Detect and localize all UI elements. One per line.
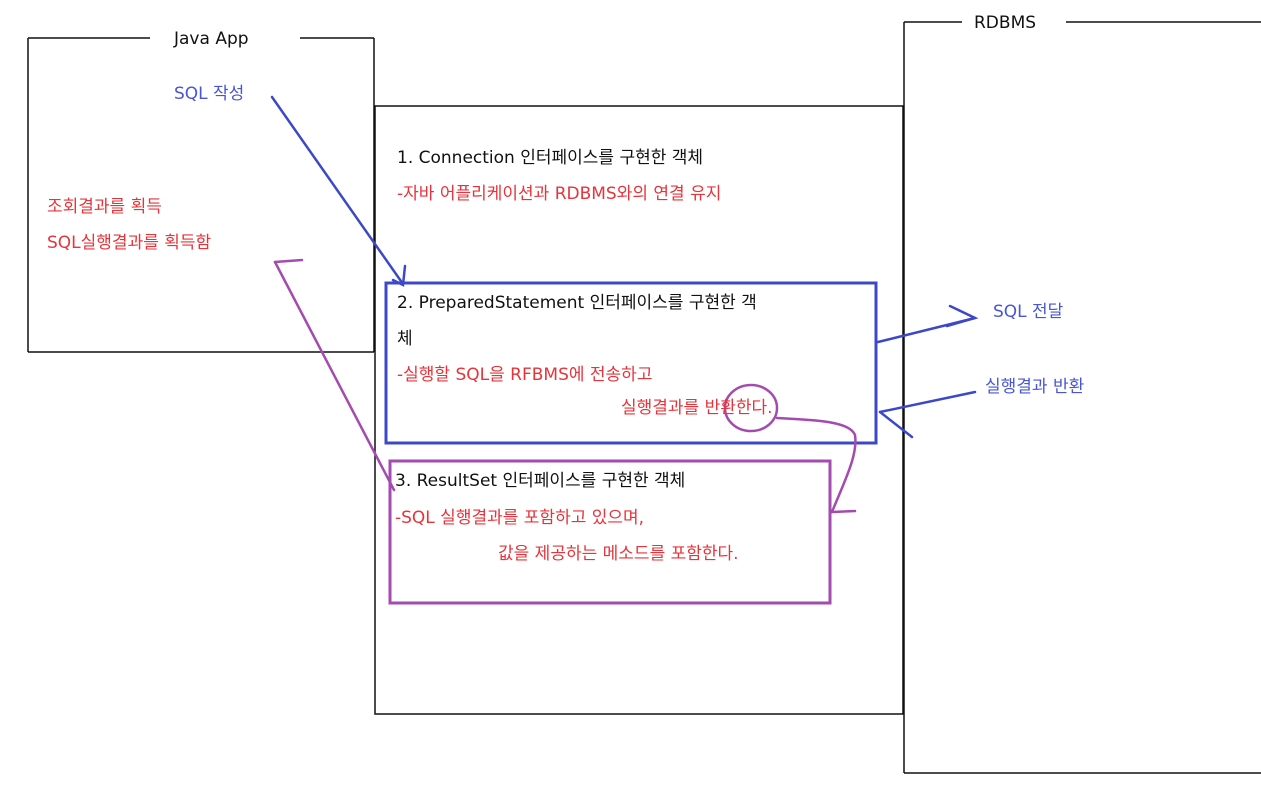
return-result-arrow [878,390,977,439]
result-set-desc-cont: 값을 제공하는 메소드를 포함한다. [498,544,739,564]
result-set-heading: 3. ResultSet 인터페이스를 구현한 객체 [395,471,686,491]
return-result-label: 실행결과 반환 [985,377,1085,397]
sql-send-label: SQL 전달 [993,302,1064,322]
fetch-result-arrow [273,258,396,492]
result-flow-arrow [775,416,857,514]
prepared-statement-heading-cont: 체 [397,329,413,349]
sql-write-arrow [270,95,407,287]
return-word-circle [723,383,779,433]
prepared-statement-box [384,281,878,445]
driver-objects-box [374,105,904,715]
java-app-title: Java App [164,28,259,50]
sql-send-arrow [876,304,979,344]
rdbms-title: RDBMS [964,12,1047,34]
fetch-sql-result-label: SQL실행결과를 획득함 [47,233,212,253]
rdbms-box [903,21,1261,774]
result-set-desc: -SQL 실행결과를 포함하고 있으며, [395,508,645,528]
java-app-box [27,37,375,353]
sql-write-label: SQL 작성 [174,84,245,104]
connection-heading: 1. Connection 인터페이스를 구현한 객체 [397,148,704,168]
fetch-result-label: 조회결과를 획득 [47,197,162,217]
prepared-statement-desc-cont: 실행결과를 반환한다. [621,398,773,418]
prepared-statement-desc: -실행할 SQL을 RFBMS에 전송하고 [397,365,653,385]
prepared-statement-heading: 2. PreparedStatement 인터페이스를 구현한 객 [397,293,757,313]
connection-desc: -자바 어플리케이션과 RDBMS와의 연결 유지 [397,184,722,204]
result-set-box [388,459,832,605]
